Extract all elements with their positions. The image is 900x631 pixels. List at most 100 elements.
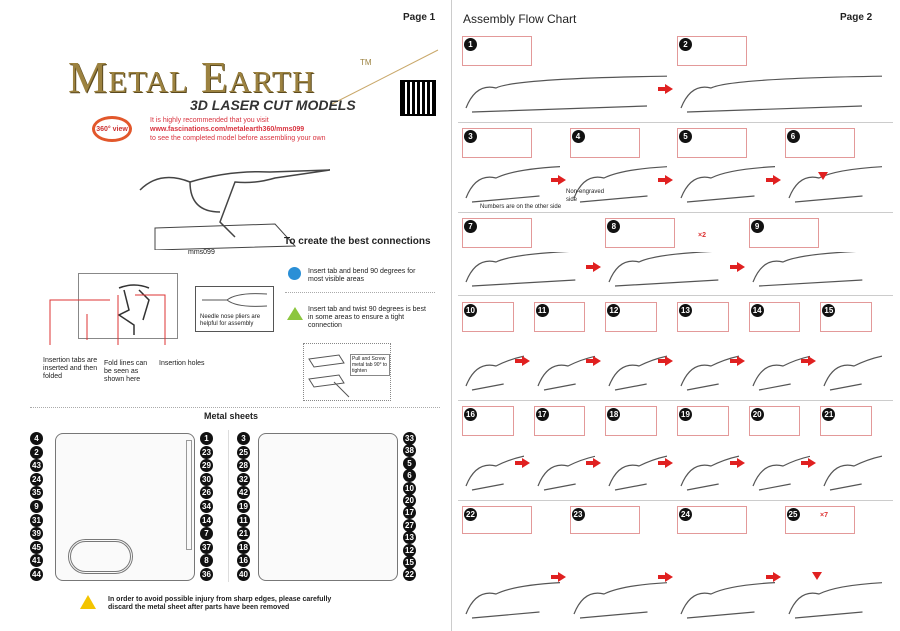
- flow-arrow-icon: [729, 458, 745, 468]
- part-number-badge: 32: [237, 472, 250, 486]
- part-number-badge: 30: [200, 472, 213, 486]
- part-number-badge: 40: [237, 568, 250, 581]
- trex-step-illustration: [608, 355, 667, 391]
- flow-arrow-icon: [765, 175, 781, 185]
- view360-label: 360° view: [96, 126, 128, 133]
- recommend-text: It is highly recommended that you visit: [150, 117, 269, 124]
- step-number-badge: 5: [679, 130, 692, 143]
- part-number-badge: 41: [30, 554, 43, 568]
- legend-circle-text: Insert tab and bend 90 degrees for most …: [308, 268, 416, 283]
- step-frame: [462, 506, 532, 534]
- step-number-badge: 20: [750, 408, 764, 421]
- part-number-badge: 16: [237, 554, 250, 568]
- flow-arrow-icon: [550, 175, 566, 185]
- flow-arrow-icon: [729, 262, 745, 272]
- part-number-badge: 22: [403, 568, 416, 582]
- row-divider: [458, 295, 893, 296]
- base-plate: [68, 539, 133, 574]
- trex-step-illustration: [465, 355, 524, 391]
- trex-step-illustration: [752, 455, 811, 491]
- trex-step-illustration: [465, 582, 560, 619]
- callout-insertion-tabs: Insertion tabs are inserted and then fol…: [43, 357, 98, 380]
- part-number-badge: 19: [237, 500, 250, 513]
- part-number-badge: 27: [403, 518, 416, 532]
- step-frame: [462, 218, 532, 248]
- part-number-badge: 44: [30, 568, 43, 581]
- trex-step-illustration: [680, 582, 775, 619]
- part-number-badge: 18: [237, 540, 250, 554]
- callout-lines: [49, 294, 166, 345]
- part-number-badge: 29: [200, 459, 213, 473]
- step-frame: [569, 506, 640, 534]
- part-number-badge: 36: [200, 568, 213, 581]
- part-number-badge: 20: [403, 494, 416, 507]
- step-number-badge: 13: [679, 304, 692, 317]
- step-frame: [784, 128, 855, 158]
- step-number-badge: 8: [607, 220, 621, 233]
- flow-arrow-icon: [658, 458, 673, 468]
- part-number-badge: 6: [403, 469, 416, 483]
- part-number-badge: 7: [200, 527, 213, 541]
- page-number-2: Page 2: [840, 12, 873, 23]
- flow-arrow-icon: [658, 356, 673, 366]
- step-frame: [605, 406, 657, 436]
- part-number-badge: 13: [403, 531, 416, 545]
- row-divider: [458, 122, 893, 123]
- trex-step-illustration: [572, 582, 667, 619]
- step-number-badge: 6: [786, 130, 800, 143]
- step-frame: [533, 302, 586, 332]
- flow-arrow-icon: [729, 356, 745, 366]
- step-number-badge: 2: [679, 38, 692, 51]
- page-number: Page 1: [403, 12, 436, 23]
- step-number-badge: 1: [464, 38, 477, 51]
- part-number-badge: 23: [200, 445, 213, 459]
- row-divider: [458, 212, 893, 213]
- step-frame: [605, 302, 657, 332]
- step-frame: [533, 406, 586, 436]
- part-number-badge: 38: [403, 444, 416, 458]
- step-frame: [677, 406, 729, 436]
- trex-step-illustration: [608, 252, 719, 287]
- metal-sheet-2: [258, 433, 398, 581]
- metal-sheets-title: Metal sheets: [204, 411, 259, 421]
- step-number-badge: 9: [750, 220, 764, 233]
- part-number-badge: 39: [30, 527, 43, 541]
- assembly-title: Assembly Flow Chart: [463, 12, 577, 26]
- step-frame: [677, 302, 729, 332]
- trex-step-illustration: [680, 355, 739, 391]
- flow-arrow-icon: [586, 262, 602, 272]
- blue-circle-icon: [288, 267, 301, 280]
- step-frame: [748, 302, 801, 332]
- part-number-badge: 26: [200, 486, 213, 500]
- part-number-badge: 17: [403, 506, 416, 520]
- part-number-badge: 5: [403, 456, 416, 470]
- trex-step-illustration: [752, 355, 811, 391]
- trex-step-illustration: [752, 252, 863, 287]
- tab-diagram: [78, 273, 178, 364]
- step-number-badge: 17: [535, 408, 549, 421]
- page-divider: [451, 0, 452, 631]
- part-number-badge: 24: [30, 472, 43, 486]
- trex-step-illustration: [465, 252, 576, 287]
- trex-step-illustration: [465, 75, 667, 113]
- model-url-link[interactable]: www.fascinations.com/metalearth360/mms09…: [150, 126, 305, 133]
- part-number-badge: 8: [200, 554, 213, 568]
- step-frame: [820, 406, 872, 436]
- row-divider: [458, 400, 893, 401]
- part-number-badge: 45: [30, 540, 43, 554]
- trex-step-illustration: [537, 455, 596, 491]
- step-frame: [677, 36, 747, 66]
- trademark: TM: [360, 58, 372, 67]
- green-triangle-icon: [287, 307, 303, 320]
- screw-note: Pull and Screw metal tab 90° to tighten: [350, 354, 390, 376]
- pliers-icon: [202, 293, 268, 307]
- step-frame: [748, 218, 819, 248]
- trex-step-illustration: [680, 75, 882, 113]
- model-code: mms099: [188, 249, 215, 256]
- step-number-badge: 15: [822, 304, 836, 317]
- part-number-badge: 2: [30, 445, 43, 459]
- trex-step-illustration: [680, 166, 775, 203]
- flow-arrow-icon: [801, 458, 817, 468]
- part-number-badge: 43: [30, 459, 43, 473]
- subtitle: 3D LASER CUT MODELS: [190, 97, 356, 113]
